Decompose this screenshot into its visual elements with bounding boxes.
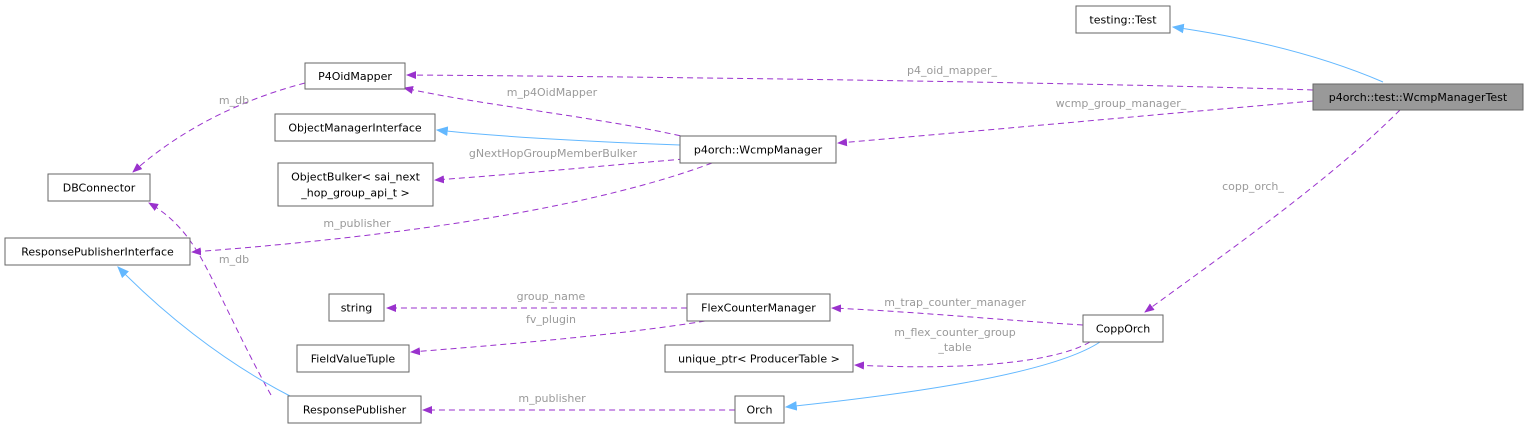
- node-box: [664, 344, 854, 373]
- edge-line: [148, 202, 272, 396]
- edge-usage: p4_oid_mapper_: [406, 64, 1314, 91]
- node-box: [328, 293, 385, 322]
- node-box: [274, 113, 436, 142]
- node-box: [686, 293, 831, 322]
- edge-line: [1144, 109, 1401, 313]
- node-label: FlexCounterManager: [701, 302, 816, 315]
- class-node-response-publisher[interactable]: ResponsePublisher: [287, 395, 422, 424]
- node-label: unique_ptr< ProducerTable >: [678, 353, 840, 366]
- node-box: [679, 135, 837, 164]
- edge-label: m_flex_counter_group: [894, 326, 1016, 339]
- class-node-string[interactable]: string: [328, 293, 385, 322]
- edge-line: [1171, 23, 1384, 83]
- edge-line: [435, 126, 681, 146]
- edge-usage: m_p4OidMapper: [403, 86, 691, 139]
- node-box: [1312, 83, 1524, 111]
- node-label: ResponsePublisherInterface: [21, 246, 174, 259]
- class-node-unique-ptr-producer-table[interactable]: unique_ptr< ProducerTable >: [664, 344, 854, 373]
- edge-usage: fv_plugin: [410, 313, 706, 356]
- node-box: [287, 395, 422, 424]
- node-label: ResponsePublisher: [303, 404, 407, 417]
- node-label: Orch: [747, 404, 773, 417]
- class-node-object-manager-interface[interactable]: ObjectManagerInterface: [274, 113, 436, 142]
- node-box: [734, 395, 785, 424]
- edge-label: m_db: [219, 94, 249, 107]
- edge-line: [132, 82, 306, 173]
- edge-usage: m_db: [132, 82, 306, 173]
- edge-label: m_p4OidMapper: [507, 86, 598, 99]
- class-node-flex-counter-manager[interactable]: FlexCounterManager: [686, 293, 831, 322]
- node-label: p4orch::WcmpManager: [694, 144, 823, 157]
- edge-label: m_publisher: [518, 392, 586, 405]
- edge-label: copp_orch_: [1222, 180, 1284, 193]
- class-node-testing-test[interactable]: testing::Test: [1075, 5, 1171, 34]
- node-box: [304, 62, 406, 90]
- node-box: [296, 344, 410, 373]
- edge-label: m_db: [219, 253, 249, 266]
- node-label: DBConnector: [63, 182, 136, 195]
- edge-line: [191, 162, 713, 256]
- class-node-response-publisher-interface[interactable]: ResponsePublisherInterface: [4, 237, 191, 266]
- node-box: [4, 237, 191, 266]
- node-label: P4OidMapper: [318, 70, 392, 83]
- class-node-db-connector[interactable]: DBConnector: [47, 173, 151, 202]
- edge-usage: m_db: [148, 202, 272, 396]
- node-box: [277, 162, 434, 207]
- class-node-object-bulker[interactable]: ObjectBulker< sai_next _hop_group_api_t >: [277, 162, 434, 207]
- edges-layer: p4_oid_mapper_ wcmp_group_manager_ copp_or…: [117, 23, 1401, 414]
- edge-usage: gNextHopGroupMemberBulker: [434, 147, 685, 184]
- edge-line: [434, 158, 685, 184]
- edge-line: [406, 71, 1314, 91]
- edge-line: [854, 341, 1091, 370]
- nodes-layer: testing::Testp4orch::test::WcmpManagerTe…: [4, 5, 1524, 424]
- edge-label: p4_oid_mapper_: [907, 64, 997, 77]
- edge-inheritance: [1171, 23, 1384, 83]
- edge-usage: m_publisher: [422, 392, 735, 414]
- edge-label: fv_plugin: [526, 313, 576, 326]
- node-box: [1075, 5, 1171, 34]
- edge-inheritance: [117, 266, 291, 397]
- class-node-p4-oid-mapper[interactable]: P4OidMapper: [304, 62, 406, 90]
- class-node-wcmp-manager[interactable]: p4orch::WcmpManager: [679, 135, 837, 164]
- node-label: _hop_group_api_t >: [300, 187, 409, 200]
- edge-line: [117, 266, 291, 397]
- node-box: [47, 173, 151, 202]
- node-label: ObjectManagerInterface: [288, 122, 422, 135]
- edge-label: m_trap_counter_manager: [884, 296, 1026, 309]
- edge-usage: m_flex_counter_group _table: [854, 326, 1091, 370]
- edge-line: [784, 341, 1101, 411]
- node-box: [1082, 314, 1164, 343]
- edge-label: _table: [937, 341, 972, 354]
- edge-line: [403, 86, 691, 139]
- edge-usage: copp_orch_: [1144, 109, 1401, 313]
- class-node-orch[interactable]: Orch: [734, 395, 785, 424]
- edge-label: wcmp_group_manager_: [1056, 97, 1187, 110]
- class-node-wcmp-manager-test[interactable]: p4orch::test::WcmpManagerTest: [1312, 83, 1524, 111]
- edge-usage: wcmp_group_manager_: [837, 97, 1314, 147]
- edge-line: [831, 304, 1084, 326]
- node-label: string: [341, 302, 373, 315]
- edge-inheritance: [435, 126, 681, 146]
- edge-usage: group_name: [386, 290, 688, 312]
- edge-label: gNextHopGroupMemberBulker: [469, 147, 638, 160]
- node-label: FieldValueTuple: [311, 353, 396, 366]
- class-node-copp-orch[interactable]: CoppOrch: [1082, 314, 1164, 343]
- node-label: testing::Test: [1089, 14, 1157, 27]
- edge-line: [410, 320, 706, 356]
- edge-label: group_name: [517, 290, 586, 303]
- edge-inheritance: [784, 341, 1101, 411]
- node-label: CoppOrch: [1096, 323, 1150, 336]
- edge-usage: m_publisher: [191, 162, 713, 256]
- node-label: ObjectBulker< sai_next: [291, 171, 420, 184]
- edge-label: m_publisher: [323, 217, 391, 230]
- class-node-field-value-tuple[interactable]: FieldValueTuple: [296, 344, 410, 373]
- node-label: p4orch::test::WcmpManagerTest: [1329, 91, 1508, 104]
- edge-usage: m_trap_counter_manager: [831, 296, 1084, 326]
